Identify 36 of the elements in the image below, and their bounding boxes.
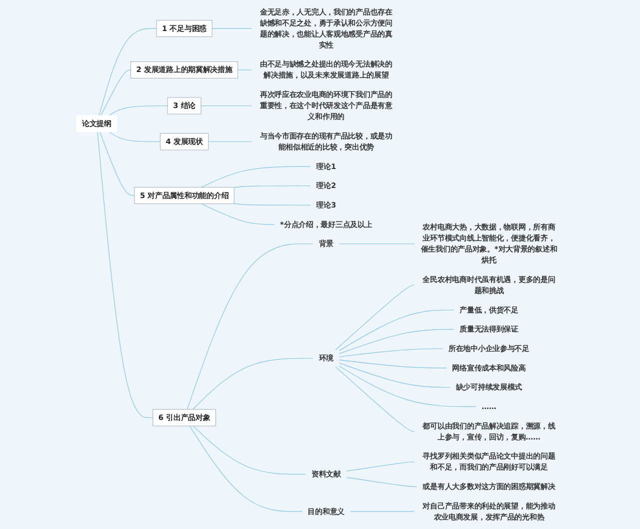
connector [189,426,303,512]
node-box [156,20,212,38]
connector [335,284,415,350]
connector [108,132,161,142]
node-box [130,61,238,78]
connector [100,70,132,116]
connector [192,358,314,410]
node-box [76,115,118,132]
connector [338,243,415,244]
connector [201,203,275,225]
connector [97,132,154,418]
connector [98,28,157,116]
connector [338,362,451,388]
connector [338,348,444,358]
connector [108,105,168,116]
connector [200,105,252,106]
connector [234,203,312,206]
node-box [134,187,234,204]
connector [338,310,454,352]
connector [338,360,447,368]
connector [346,462,415,472]
connector [338,366,476,407]
node-box [160,133,209,150]
connector [212,28,252,29]
connector [335,366,415,432]
connector [346,477,418,488]
connector [234,186,312,188]
node-box [167,97,202,114]
connector [186,243,314,410]
connector [350,511,415,512]
connector [338,329,454,354]
node-box [152,409,216,426]
connector [201,166,312,188]
connector [192,426,306,475]
connector [100,132,135,196]
connector [208,141,252,142]
